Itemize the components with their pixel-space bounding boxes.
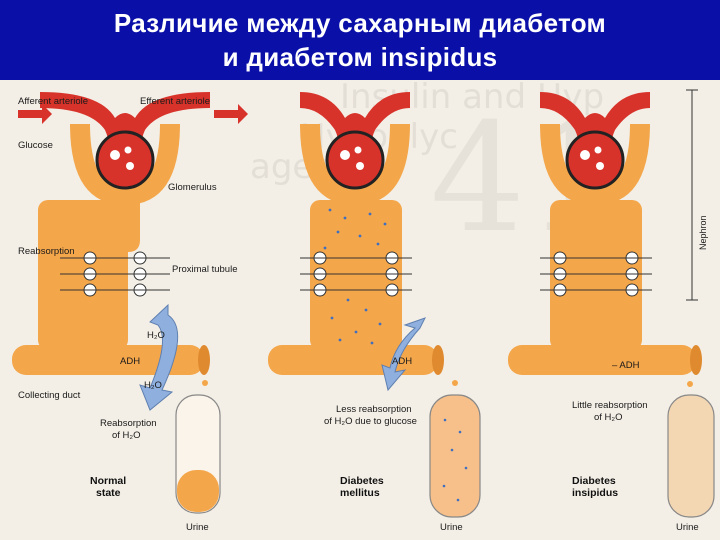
nephron-diagram: Insulin and Hyp Hypoglyc agents 41	[0, 80, 720, 540]
panel-normal-state: Afferent arteriole Efferent arteriole Gl…	[12, 92, 248, 533]
label-adh: ADH	[120, 356, 140, 367]
label-h2o-bottom: H₂O	[144, 380, 162, 391]
panel-2-state-line-2: mellitus	[340, 487, 380, 499]
slide-title-line-2: и диабетом insipidus	[0, 42, 720, 73]
panel-3-state-line-2: insipidus	[572, 487, 618, 499]
outflow-arrow	[214, 104, 248, 124]
collecting-duct	[268, 345, 438, 375]
label-nephron: Nephron	[698, 215, 708, 250]
label-glucose: Glucose	[18, 140, 53, 151]
label-less-reabsorption-2: of H₂O due to glucose	[324, 416, 417, 427]
glomerulus	[567, 132, 623, 188]
slide-title-line-1: Различие между сахарным диабетом	[0, 8, 720, 39]
label-reabsorption-h2o-2: of H₂O	[112, 430, 141, 441]
panel-3-state-line-1: Diabetes	[572, 475, 616, 487]
label-urine: Urine	[676, 522, 699, 533]
title-bar: Различие между сахарным диабетом и диабе…	[0, 0, 720, 80]
glomerulus	[327, 132, 383, 188]
label-collecting-duct: Collecting duct	[18, 390, 81, 401]
label-reabsorption: Reabsorption	[18, 246, 75, 257]
label-urine: Urine	[440, 522, 463, 533]
label-afferent-arteriole: Afferent arteriole	[18, 96, 88, 107]
collecting-duct	[508, 345, 696, 375]
label-reabsorption-h2o-1: Reabsorption	[100, 418, 157, 429]
label-proximal-tubule: Proximal tubule	[172, 264, 237, 275]
label-minus-adh: – ADH	[612, 360, 640, 371]
label-adh: ADH	[392, 356, 412, 367]
panel-1-state-line-1: Normal	[90, 475, 126, 487]
proximal-tubule-body	[38, 200, 128, 350]
label-efferent-arteriole: Efferent arteriole	[140, 96, 210, 107]
label-glomerulus: Glomerulus	[168, 182, 217, 193]
panel-1-state-line-2: state	[96, 487, 121, 499]
urine-tube	[430, 395, 480, 517]
label-h2o-top: H₂O	[147, 330, 165, 341]
label-little-reabsorption-2: of H₂O	[594, 412, 623, 423]
panel-2-state-line-1: Diabetes	[340, 475, 384, 487]
glomerulus	[97, 132, 153, 188]
urine-tube	[668, 395, 714, 517]
label-little-reabsorption-1: Little reabsorption	[572, 400, 648, 411]
label-less-reabsorption-1: Less reabsorption	[336, 404, 412, 415]
label-urine: Urine	[186, 522, 209, 533]
